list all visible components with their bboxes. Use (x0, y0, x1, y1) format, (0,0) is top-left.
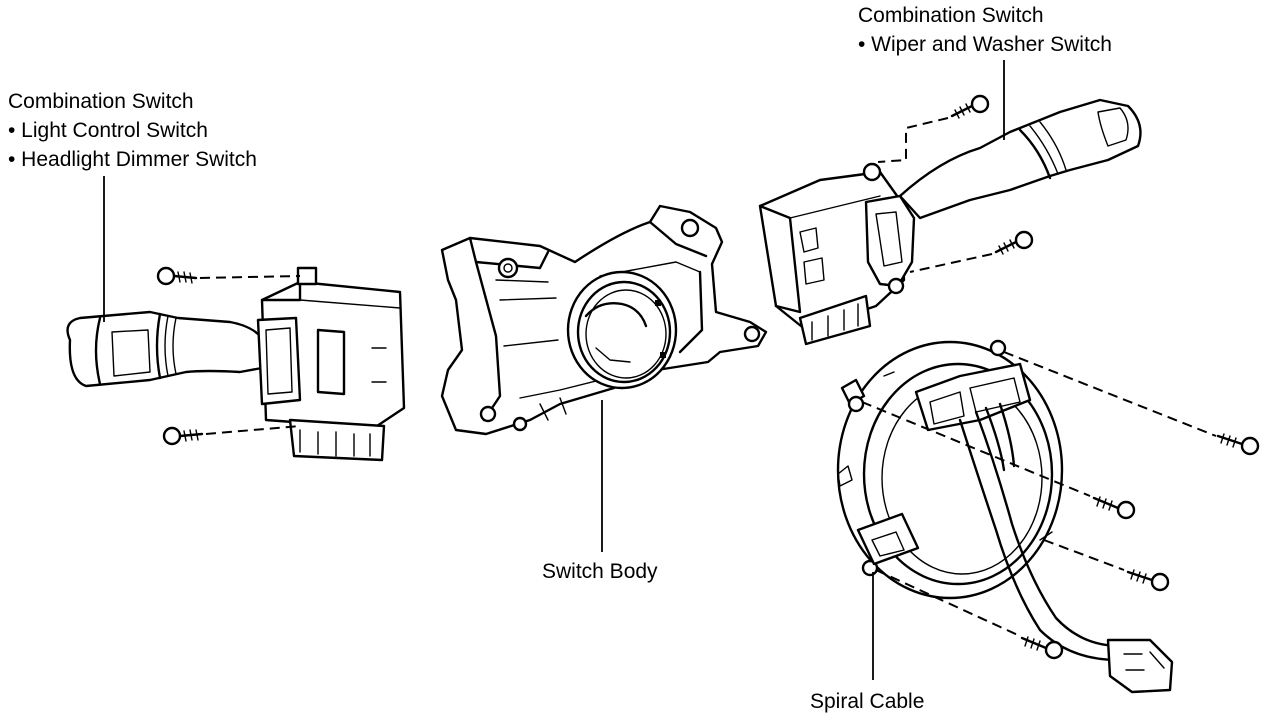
screw (1126, 569, 1170, 592)
spiral-cable-label: Spiral Cable (810, 690, 925, 713)
wiper-switch-title: Combination Switch (858, 4, 1044, 27)
spiral-cable (836, 339, 1260, 694)
screw (162, 426, 204, 446)
light-switch-label: Combination Switch • Light Control Switc… (8, 87, 257, 174)
light-control-switch (66, 266, 406, 462)
headlight-dimmer-item: • Headlight Dimmer Switch (8, 148, 257, 171)
screw (994, 230, 1034, 255)
wiper-washer-switch (758, 94, 1142, 346)
switch-body-label: Switch Body (542, 560, 658, 583)
screw (1216, 433, 1260, 456)
screw (1092, 496, 1136, 520)
light-switch-title: Combination Switch (8, 90, 194, 113)
screw (1020, 636, 1064, 660)
screw (950, 94, 990, 119)
screw (156, 266, 198, 286)
wiper-switch-label: Combination Switch • Wiper and Washer Sw… (858, 1, 1112, 59)
switch-body (440, 204, 768, 436)
wiper-washer-item: • Wiper and Washer Switch (858, 33, 1112, 56)
light-control-item: • Light Control Switch (8, 119, 208, 142)
